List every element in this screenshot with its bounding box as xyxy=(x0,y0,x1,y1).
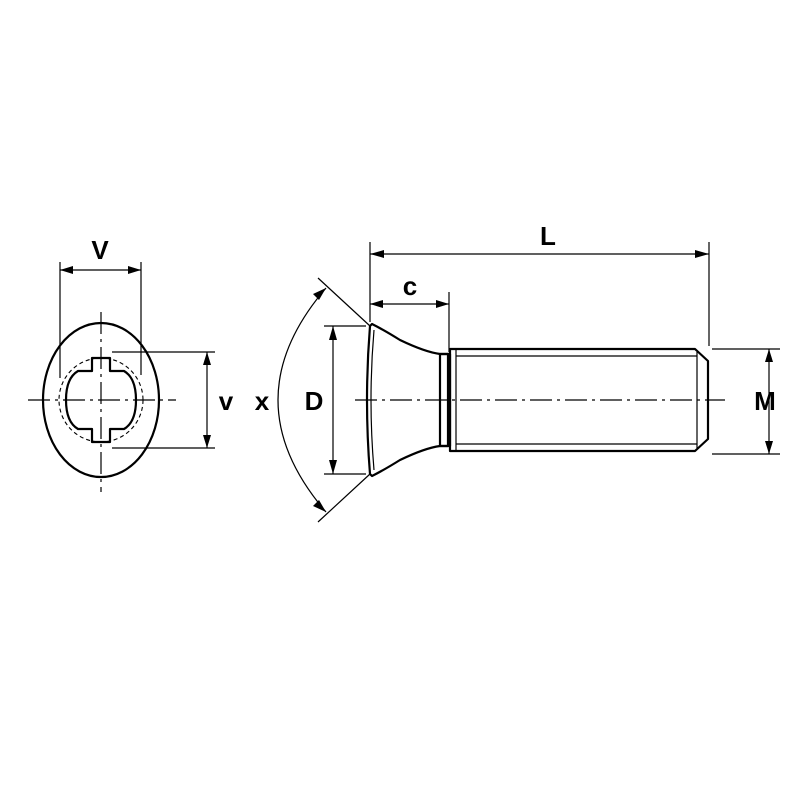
head-profile xyxy=(365,322,450,478)
m-arrow-bottom xyxy=(765,441,773,454)
side-view xyxy=(277,242,780,523)
end-view xyxy=(28,262,215,492)
label-head-width: V xyxy=(91,235,109,265)
c-arrow-right xyxy=(436,300,449,308)
threaded-shank xyxy=(448,347,710,453)
label-neck-length: c xyxy=(403,271,417,301)
c-arrow-left xyxy=(370,300,383,308)
angle-extension-top xyxy=(317,277,371,327)
label-head-diameter: D xyxy=(305,386,324,416)
label-head-angle: x xyxy=(255,386,270,416)
angle-arrow-top xyxy=(313,288,326,300)
l-arrow-right xyxy=(695,250,709,258)
l-arrow-left xyxy=(370,250,384,258)
angle-arc xyxy=(277,287,327,513)
m-arrow-top xyxy=(765,349,773,362)
neck-square-outline xyxy=(64,356,138,444)
angle-arrow-bottom xyxy=(313,500,326,512)
angle-extension-bottom xyxy=(317,473,371,523)
label-thread: M xyxy=(754,386,776,416)
d-arrow-top xyxy=(329,326,337,340)
v-arrow-left xyxy=(60,266,73,274)
slot-arrow-bottom xyxy=(203,435,211,448)
label-length: L xyxy=(540,221,556,251)
d-arrow-bottom xyxy=(329,460,337,474)
slot-arrow-top xyxy=(203,352,211,365)
label-slot-width: v xyxy=(219,386,234,416)
v-arrow-right xyxy=(128,266,141,274)
